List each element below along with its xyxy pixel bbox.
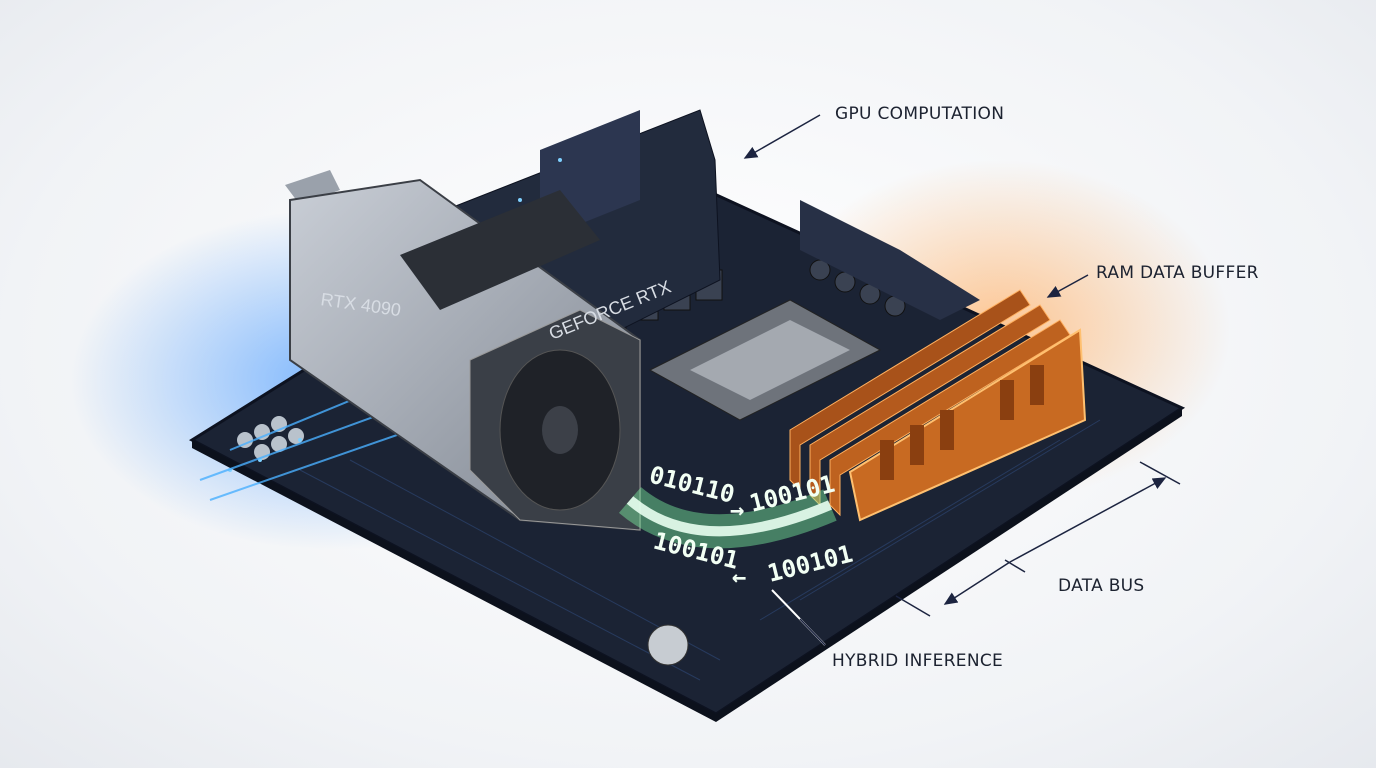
data-bus-arrow-left <box>943 561 1011 605</box>
gpu-bracket <box>285 170 340 205</box>
circuit-traces <box>299 419 1101 681</box>
board-edge-right <box>716 408 1182 722</box>
label-hybrid-inference: HYBRID INFERENCE <box>832 651 1003 671</box>
data-bus-tick-left <box>895 595 931 617</box>
gpu-callout-arrow <box>743 114 821 159</box>
vrm-heatsink <box>800 200 980 320</box>
label-gpu-computation: GPU COMPUTATION <box>835 104 1004 124</box>
arrow-right-glyph: → <box>730 496 744 524</box>
graphics-card: RTX 4090 GEFORCE RTX <box>285 170 674 532</box>
arrow-left-glyph: ← <box>732 563 746 591</box>
gpu-fan-hub <box>542 406 578 454</box>
data-bus-tick-right <box>1139 461 1181 485</box>
label-data-bus: DATA BUS <box>1058 576 1145 596</box>
data-bus-leader <box>1004 559 1026 573</box>
gpu-fin-stack <box>400 190 600 310</box>
label-ram-data-buffer: RAM DATA BUFFER <box>1096 263 1259 283</box>
ram-callout-arrow <box>1046 274 1089 298</box>
hybrid-callout-line-dark <box>799 618 826 646</box>
cmos-battery <box>647 624 689 666</box>
ram-modules <box>789 289 1087 522</box>
data-bus-arrow-right <box>1009 477 1167 563</box>
board-edge-left <box>192 440 716 722</box>
cpu <box>690 320 850 400</box>
